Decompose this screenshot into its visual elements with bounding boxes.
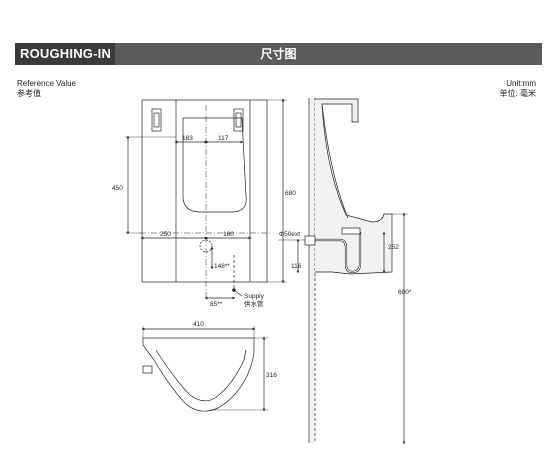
supply-label-cn: 供水管 xyxy=(244,299,264,308)
urinal-front-outline xyxy=(182,117,247,213)
side-dim-outlet: Φ50ext xyxy=(279,231,300,238)
front-dim-160: 160 xyxy=(223,231,234,238)
urinal-side-body xyxy=(315,98,393,275)
side-dim-116: 116 xyxy=(291,263,302,270)
front-wall-panel xyxy=(141,99,268,283)
top-dim-316: 316 xyxy=(266,372,277,379)
urinal-top-inner xyxy=(155,349,247,402)
front-dim-680: 680 xyxy=(285,190,296,197)
supply-label: Supply xyxy=(244,293,265,300)
reference-label: Reference Value xyxy=(17,79,76,88)
urinal-side-inner xyxy=(321,103,349,219)
drain-circle xyxy=(199,239,213,253)
reference-label-cn: 参考值 xyxy=(17,89,41,98)
front-dim-250: 250 xyxy=(160,231,171,238)
front-dim-117: 117 xyxy=(218,135,229,142)
header-title-cn: 尺寸图 xyxy=(260,47,297,61)
front-dim-148: 148** xyxy=(214,263,230,270)
side-wall xyxy=(309,98,315,443)
left-bracket xyxy=(151,108,162,132)
trap-pipe-inner xyxy=(315,232,361,273)
trap-coupling xyxy=(341,227,361,235)
unit-label: Unit:mm xyxy=(506,79,536,88)
side-view xyxy=(278,98,408,445)
supply-leader xyxy=(233,289,243,297)
top-view xyxy=(141,326,268,412)
front-view xyxy=(125,98,287,300)
side-dim-252: 252 xyxy=(388,244,399,251)
header-title-en: ROUGHING-IN xyxy=(15,43,115,65)
unit-label-cn: 单位: 毫米 xyxy=(499,89,536,98)
outlet-stub xyxy=(304,235,316,246)
side-dim-600: 600* xyxy=(398,289,412,296)
section-header: ROUGHING-IN 尺寸图 xyxy=(15,43,542,65)
urinal-top-outline xyxy=(142,337,255,412)
top-spud xyxy=(142,365,153,374)
right-bracket xyxy=(233,108,244,132)
front-dim-183: 183 xyxy=(182,135,193,142)
left-bracket-inner xyxy=(153,112,160,128)
front-dim-85: 85** xyxy=(210,301,223,308)
front-dim-450: 450 xyxy=(112,185,123,192)
right-bracket-inner xyxy=(235,112,242,128)
top-dim-410: 410 xyxy=(193,321,204,328)
